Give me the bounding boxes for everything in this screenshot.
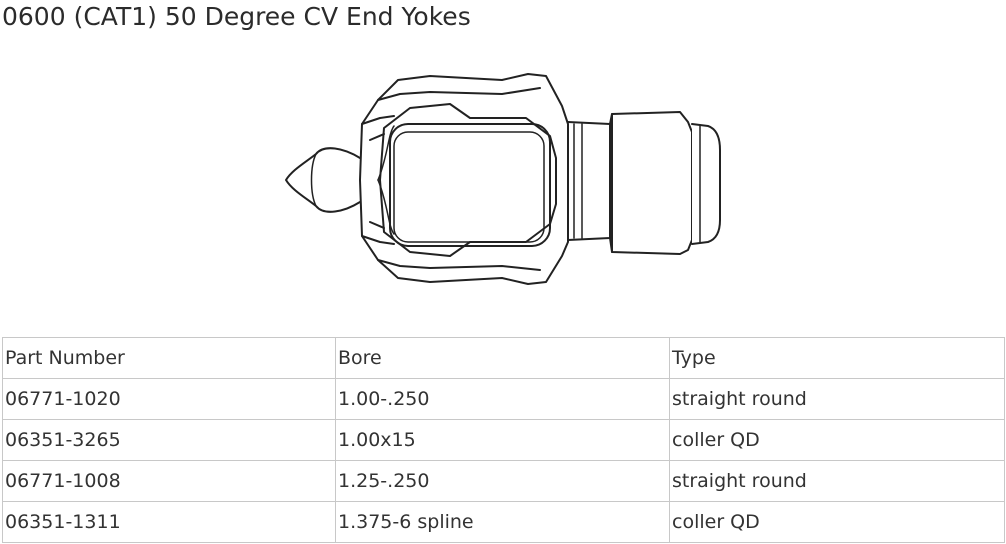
- bore-cell: 1.375-6 spline: [335, 501, 670, 543]
- bore-cell: 1.00x15: [335, 419, 670, 461]
- type-cell: straight round: [669, 460, 1005, 502]
- table-row: 06351-3265 1.00x15 coller QD: [2, 419, 1005, 461]
- part-number-cell: 06351-3265: [2, 419, 336, 461]
- column-header-type: Type: [669, 337, 1005, 379]
- bore-cell: 1.00-.250: [335, 378, 670, 420]
- part-number-cell: 06771-1020: [2, 378, 336, 420]
- type-cell: coller QD: [669, 419, 1005, 461]
- table-header-row: Part Number Bore Type: [2, 337, 1005, 379]
- page-title: 0600 (CAT1) 50 Degree CV End Yokes: [2, 2, 471, 31]
- parts-table: Part Number Bore Type 06771-1020 1.00-.2…: [2, 337, 1005, 543]
- table-row: 06351-1311 1.375-6 spline coller QD: [2, 501, 1005, 543]
- table-row: 06771-1020 1.00-.250 straight round: [2, 378, 1005, 420]
- cv-yoke-drawing-icon: [285, 73, 721, 285]
- part-number-cell: 06771-1008: [2, 460, 336, 502]
- type-cell: coller QD: [669, 501, 1005, 543]
- column-header-bore: Bore: [335, 337, 670, 379]
- column-header-part-number: Part Number: [2, 337, 336, 379]
- bore-cell: 1.25-.250: [335, 460, 670, 502]
- type-cell: straight round: [669, 378, 1005, 420]
- table-row: 06771-1008 1.25-.250 straight round: [2, 460, 1005, 502]
- part-number-cell: 06351-1311: [2, 501, 336, 543]
